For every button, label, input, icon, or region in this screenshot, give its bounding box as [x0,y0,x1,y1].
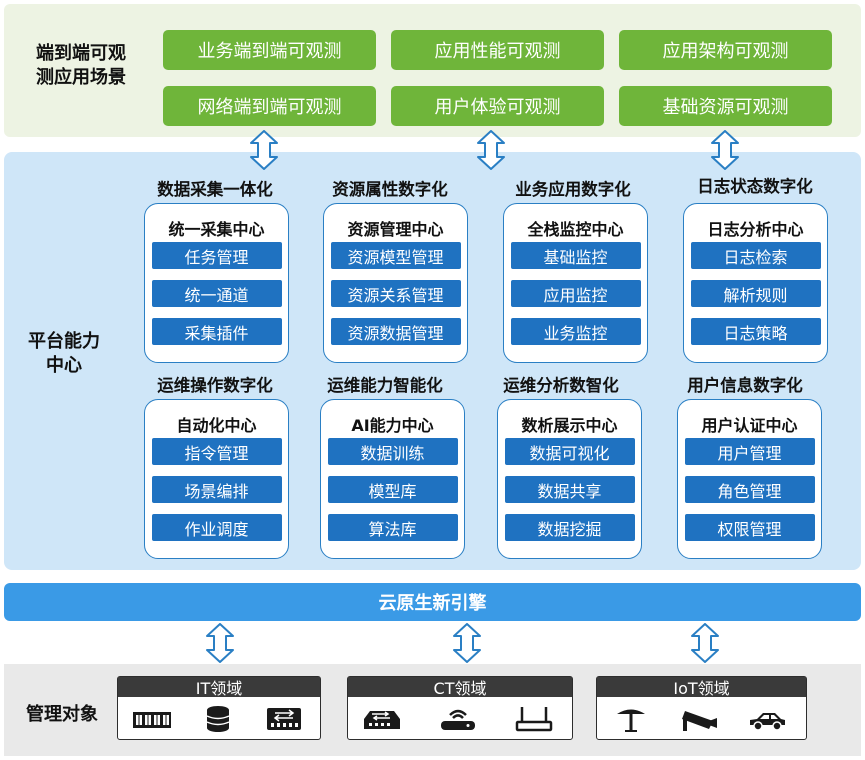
card-item: 角色管理 [684,476,815,503]
card-analytics-center: 数析展示中心 数据可视化 数据共享 数据挖掘 [497,399,642,559]
card-item: 应用监控 [510,280,641,307]
category-label: 用户信息数字化 [687,376,803,395]
category-label: 资源属性数字化 [332,180,448,199]
domain-ct: CT领域 [347,676,573,740]
card-item: 采集插件 [151,318,282,345]
card-item: 数据共享 [504,476,635,503]
card-item: 日志策略 [690,318,821,345]
double-arrow-icon [452,623,482,663]
platform-label-line2: 中心 [46,355,82,376]
card-item: 日志检索 [690,242,821,269]
card-resource-center: 资源管理中心 资源模型管理 资源关系管理 资源数据管理 [323,203,468,363]
domain-it: IT领域 [117,676,321,740]
scenario-business-e2e: 业务端到端可观测 [163,30,376,70]
category-label: 运维分析数智化 [503,376,619,395]
category-label: 运维操作数字化 [157,376,273,395]
scenario-label-line2: 测应用场景 [36,67,126,88]
database-icon [206,706,230,732]
cctv-camera-icon [682,711,717,731]
car-icon [750,713,785,731]
street-lamp-icon [617,709,645,732]
card-title: 数析展示中心 [521,416,618,435]
double-arrow-icon [205,623,235,663]
card-title: 用户认证中心 [701,416,798,435]
card-item: 资源模型管理 [330,242,461,269]
card-item: 业务监控 [510,318,641,345]
scenario-infra-resources: 基础资源可观测 [619,86,832,126]
card-automation-center: 自动化中心 指令管理 场景编排 作业调度 [144,399,289,559]
category-label: 数据采集一体化 [157,180,273,199]
card-item: 场景编排 [151,476,282,503]
card-item: 基础监控 [510,242,641,269]
cloud-native-engine-bar: 云原生新引擎 [4,583,861,621]
domain-header: CT领域 [348,677,572,698]
scenario-label-line1: 端到端可观 [36,43,126,64]
domain-iot: IoT领域 [596,676,807,740]
managed-objects-label: 管理对象 [26,704,98,725]
card-item: 数据挖掘 [504,514,635,541]
network-switch-icon [364,711,400,729]
card-ai-center: AI能力中心 数据训练 模型库 算法库 [320,399,465,559]
card-title: 统一采集中心 [168,220,265,239]
scenario-app-performance: 应用性能可观测 [391,30,604,70]
card-item: 解析规则 [690,280,821,307]
scenario-band-label: 端到端可观 测应用场景 [16,42,146,90]
card-item: 权限管理 [684,514,815,541]
double-arrow-icon [476,130,506,170]
card-item: 资源数据管理 [330,318,461,345]
card-title: 日志分析中心 [707,220,804,239]
card-item: 用户管理 [684,438,815,465]
server-rack-icon [133,712,171,728]
double-arrow-icon [690,623,720,663]
category-label: 日志状态数字化 [697,177,813,196]
card-title: 全栈监控中心 [527,220,624,239]
scenario-app-architecture: 应用架构可观测 [619,30,832,70]
wifi-router-icon [441,709,475,730]
category-label: 业务应用数字化 [515,180,631,199]
card-item: 指令管理 [151,438,282,465]
card-auth-center: 用户认证中心 用户管理 角色管理 权限管理 [677,399,822,559]
scenario-user-experience: 用户体验可观测 [391,86,604,126]
platform-label: 平台能力 中心 [14,330,114,378]
card-title: 自动化中心 [176,416,257,435]
card-item: 统一通道 [151,280,282,307]
double-arrow-icon [710,130,740,170]
domain-header: IT领域 [118,677,320,698]
router-icon [515,707,553,732]
card-item: 模型库 [327,476,458,503]
card-log-center: 日志分析中心 日志检索 解析规则 日志策略 [683,203,828,363]
card-item: 资源关系管理 [330,280,461,307]
domain-header: IoT领域 [597,677,806,698]
category-label: 运维能力智能化 [327,376,443,395]
card-item: 任务管理 [151,242,282,269]
platform-label-line1: 平台能力 [28,331,100,352]
card-title: 资源管理中心 [347,220,444,239]
card-title: AI能力中心 [351,416,434,435]
card-item: 数据可视化 [504,438,635,465]
switch-icon [267,708,301,730]
card-item: 作业调度 [151,514,282,541]
card-collection-center: 统一采集中心 任务管理 统一通道 采集插件 [144,203,289,363]
scenario-network-e2e: 网络端到端可观测 [163,86,376,126]
card-monitoring-center: 全栈监控中心 基础监控 应用监控 业务监控 [503,203,648,363]
card-item: 算法库 [327,514,458,541]
card-item: 数据训练 [327,438,458,465]
double-arrow-icon [249,130,279,170]
